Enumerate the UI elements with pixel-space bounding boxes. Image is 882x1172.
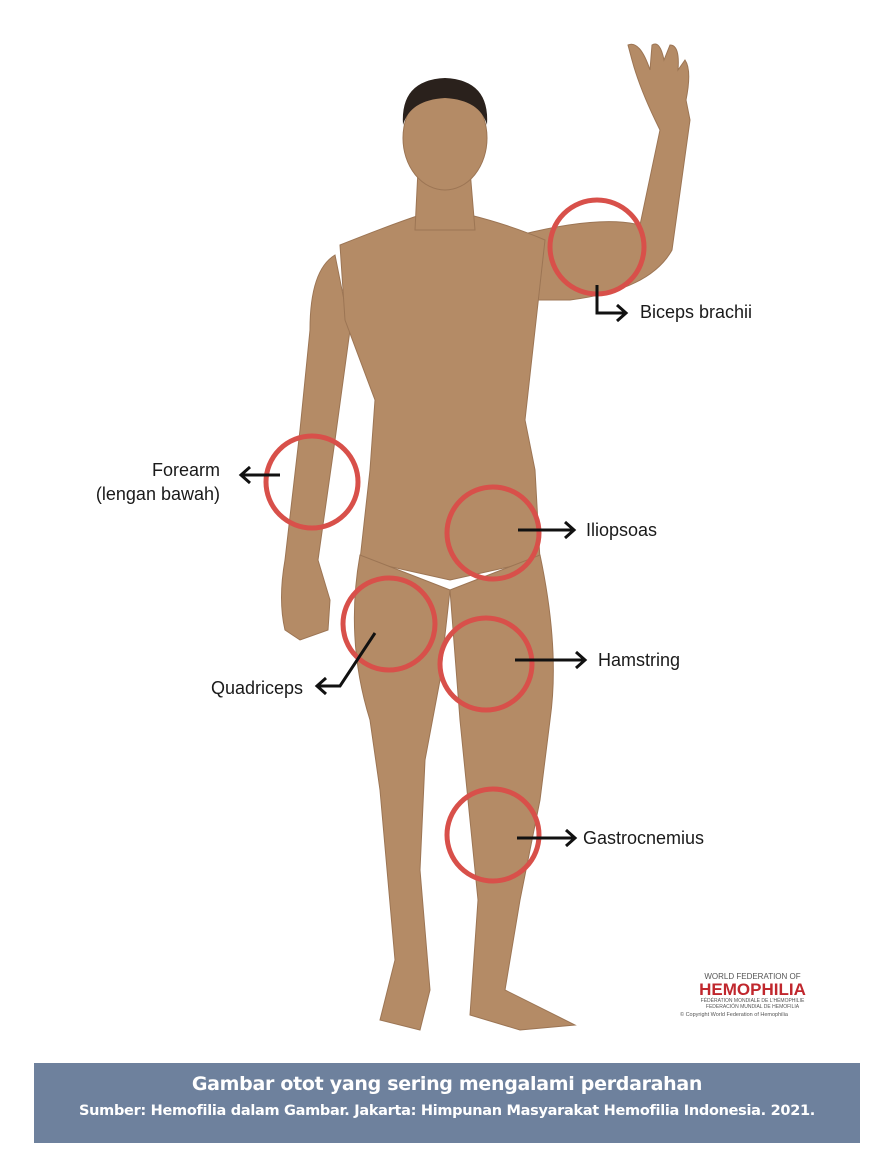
- logo-line4: FEDERACIÓN MUNDIAL DE HEMOFILIA: [705, 1004, 800, 1010]
- label-forearm-line1: Forearm: [151, 460, 220, 480]
- circle-iliopsoas: [444, 484, 542, 582]
- arrow-hamstring: [515, 650, 588, 670]
- arrow-gastrocnemius: [517, 828, 578, 848]
- caption-title: Gambar otot yang sering mengalami perdar…: [191, 1073, 703, 1095]
- logo-line1: WORLD FEDERATION OF: [704, 972, 801, 981]
- arrow-forearm: [238, 465, 280, 485]
- arrow-biceps: [595, 285, 629, 323]
- circle-hamstring: [437, 615, 535, 713]
- circle-gastrocnemius: [444, 786, 542, 884]
- label-forearm-line2: (lengan bawah): [95, 484, 220, 504]
- label-biceps: Biceps brachii: [640, 302, 753, 322]
- label-hamstring: Hamstring: [598, 650, 681, 670]
- logo-line3: FÉDÉRATION MONDIALE DE L'HÉMOPHILIE: [700, 998, 805, 1004]
- circle-quadriceps: [340, 575, 438, 673]
- label-gastrocnemius: Gastrocnemius: [583, 828, 705, 848]
- label-forearm: Forearm (lengan bawah): [96, 458, 220, 506]
- logo-copyright: © Copyright World Federation of Hemophil…: [680, 1012, 788, 1018]
- logo-line2: HEMOPHILIA: [699, 980, 806, 999]
- caption-source: Sumber: Hemofilia dalam Gambar. Jakarta:…: [78, 1103, 815, 1119]
- arrows: [238, 285, 629, 848]
- hair: [402, 78, 488, 125]
- arrow-quadriceps: [314, 632, 377, 696]
- wfh-logo: WORLD FEDERATION OF HEMOPHILIA FÉDÉRATIO…: [680, 972, 825, 1018]
- label-quadriceps: Quadriceps: [210, 678, 303, 698]
- caption-band: Gambar otot yang sering mengalami perdar…: [34, 1063, 860, 1143]
- arrow-iliopsoas: [518, 520, 577, 540]
- circle-forearm: [263, 433, 361, 531]
- label-iliopsoas: Iliopsoas: [586, 520, 658, 540]
